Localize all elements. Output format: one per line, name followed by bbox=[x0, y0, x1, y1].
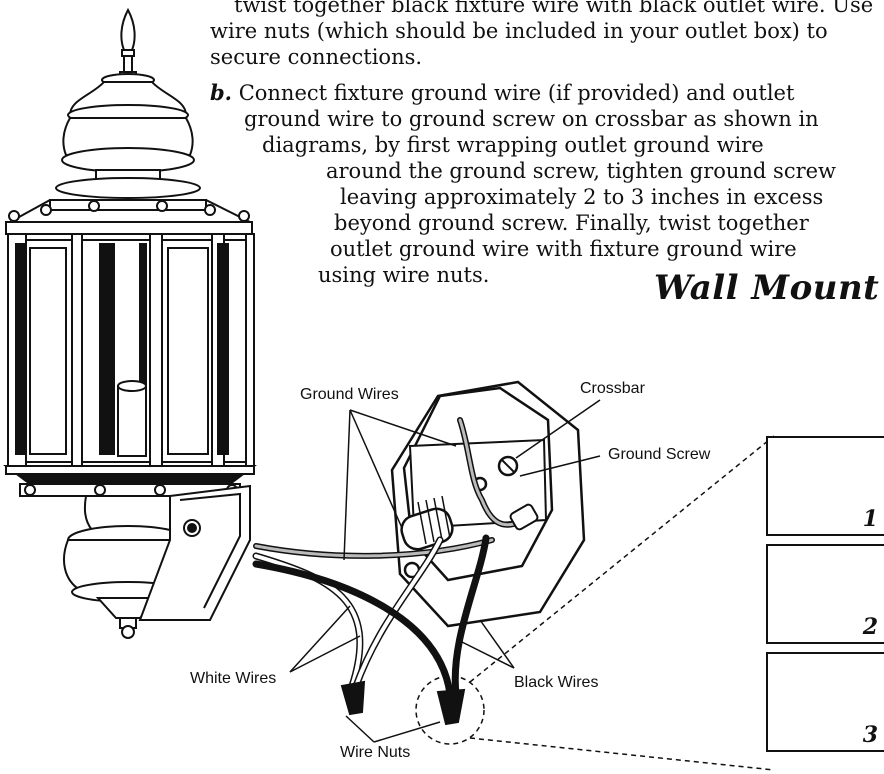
leader-lines bbox=[289, 399, 775, 771]
ground-wires-label: Ground Wires bbox=[300, 386, 399, 403]
crossbar-label: Crossbar bbox=[580, 380, 645, 397]
wires bbox=[252, 417, 539, 726]
step-b-line: ground wire to ground screw on crossbar … bbox=[244, 107, 819, 131]
instruction-line: wire nuts (which should be included in y… bbox=[210, 19, 828, 43]
step-b-line: outlet ground wire with fixture ground w… bbox=[330, 237, 797, 261]
instruction-line: secure connections. bbox=[210, 45, 423, 69]
step-b-letter: b. bbox=[210, 80, 232, 105]
ground-screw-label: Ground Screw bbox=[608, 446, 711, 463]
black-wires-label: Black Wires bbox=[514, 674, 599, 691]
step-number: 1 bbox=[862, 506, 878, 532]
instruction-line: twist together black fixture wire with b… bbox=[234, 0, 874, 17]
wire-nuts-label: Wire Nuts bbox=[340, 744, 411, 761]
lantern-fixture-icon bbox=[2, 7, 257, 639]
step-panel-2: 2 bbox=[766, 544, 884, 644]
step-number: 3 bbox=[862, 722, 878, 748]
step-b-text: Connect fixture ground wire (if provided… bbox=[238, 81, 795, 105]
step-panel-3: 3 bbox=[766, 652, 884, 752]
step-number: 2 bbox=[862, 614, 878, 640]
diagram-heading: Wall Mount bbox=[654, 268, 880, 308]
step-b-line: beyond ground screw. Finally, twist toge… bbox=[334, 211, 809, 235]
step-b-line: around the ground screw, tighten ground … bbox=[326, 159, 837, 183]
outlet-box-icon bbox=[390, 380, 586, 628]
step-b-line: using wire nuts. bbox=[318, 263, 490, 287]
white-wires-label: White Wires bbox=[190, 670, 277, 687]
step-panel-1: 1 bbox=[766, 436, 884, 536]
step-b-line: b. Connect fixture ground wire (if provi… bbox=[210, 80, 794, 106]
step-b-line: diagrams, by first wrapping outlet groun… bbox=[262, 133, 764, 157]
step-b-line: leaving approximately 2 to 3 inches in e… bbox=[340, 185, 824, 209]
